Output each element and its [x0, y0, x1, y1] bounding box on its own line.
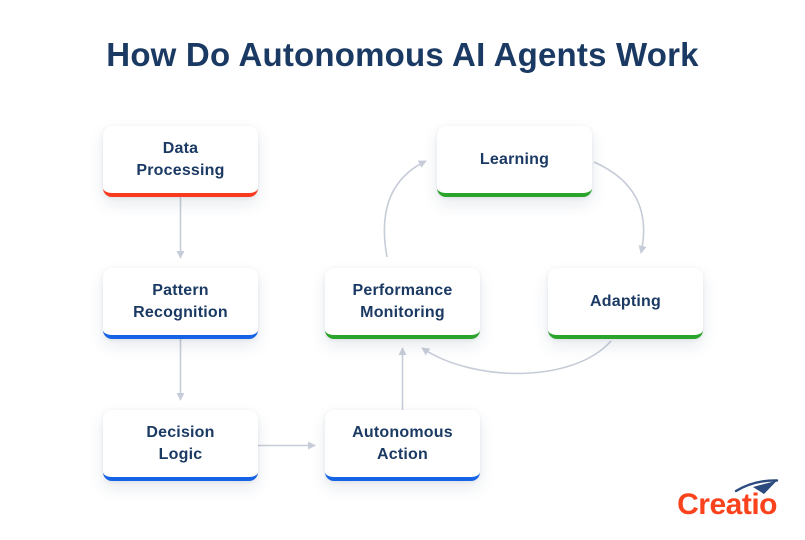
arc-performance-monitoring-to-learning: [383, 160, 427, 258]
node-performance-monitoring: Performance Monitoring: [325, 268, 480, 339]
node-label: Performance Monitoring: [352, 281, 453, 321]
logo-wordmark: Creatio: [677, 488, 777, 521]
arc-learning-to-adapting: [593, 161, 647, 254]
paper-plane-icon: [734, 479, 779, 494]
node-label: Adapting: [590, 292, 661, 310]
creatio-logo: Creatio: [677, 479, 779, 521]
node-data-processing: Data Processing: [103, 126, 258, 197]
node-label: Learning: [479, 150, 550, 168]
node-pattern-recognition: Pattern Recognition: [103, 268, 258, 339]
node-label: Pattern Recognition: [133, 281, 228, 321]
node-label: Decision Logic: [146, 423, 215, 463]
node-label: Data Processing: [136, 139, 225, 179]
node-label: Autonomous Action: [352, 423, 453, 463]
node-adapting: Adapting: [548, 268, 703, 339]
node-learning: Learning: [437, 126, 592, 197]
page-title: How Do Autonomous AI Agents Work: [106, 36, 699, 73]
node-autonomous-action: Autonomous Action: [325, 410, 480, 481]
node-decision-logic: Decision Logic: [103, 410, 258, 481]
arc-adapting-to-performance-monitoring: [421, 340, 612, 375]
